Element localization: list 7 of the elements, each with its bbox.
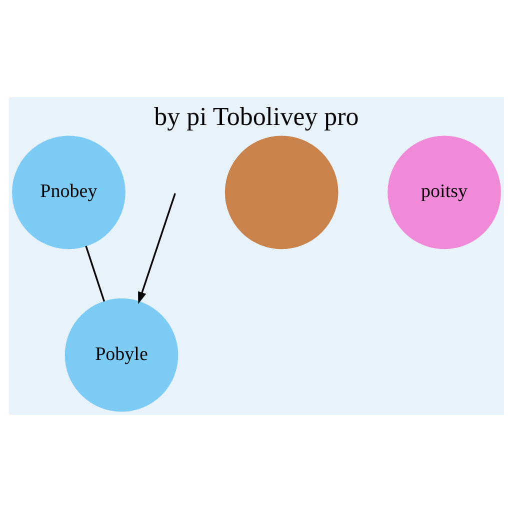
node-circle: Pnobey <box>12 136 125 250</box>
arrow <box>138 193 176 304</box>
diagram-title: by pi Tobolivey pro <box>154 102 358 131</box>
node-circle: Pobyle <box>64 298 178 412</box>
connector <box>84 246 104 302</box>
node-circle: poitsy <box>387 136 500 250</box>
node-circle <box>224 136 338 250</box>
